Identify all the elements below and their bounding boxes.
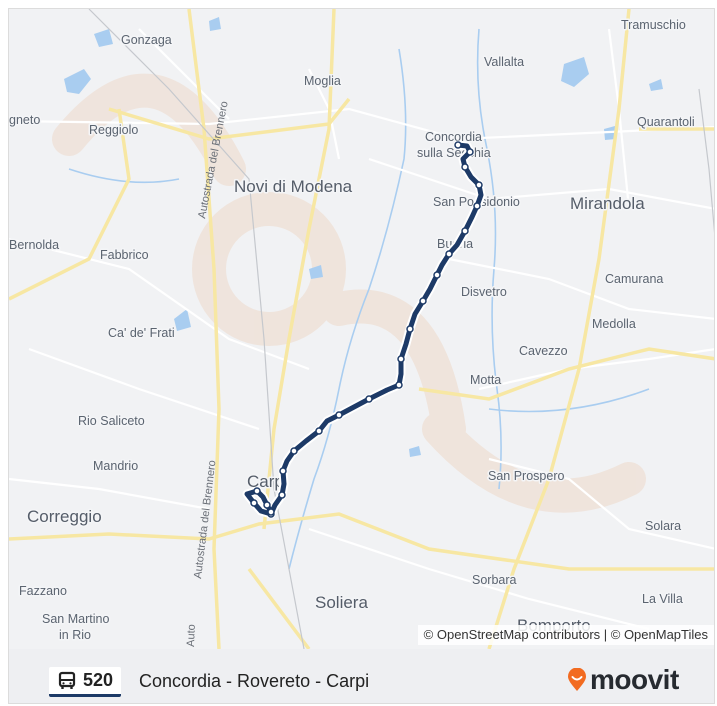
place-label: Rio Saliceto bbox=[78, 414, 145, 428]
route-badge[interactable]: 520 bbox=[49, 667, 122, 697]
place-label: Fazzano bbox=[19, 584, 67, 598]
place-label: in Rio bbox=[59, 628, 91, 642]
place-label: Disvetro bbox=[461, 285, 507, 299]
bus-stop-marker[interactable] bbox=[365, 395, 373, 403]
place-label: Novi di Modena bbox=[234, 177, 353, 196]
bus-stop-marker[interactable] bbox=[253, 487, 261, 495]
bus-stop-marker[interactable] bbox=[445, 250, 453, 258]
bus-stop-marker[interactable] bbox=[278, 491, 286, 499]
place-label: Motta bbox=[470, 373, 501, 387]
bus-stop-marker[interactable] bbox=[397, 355, 405, 363]
moovit-pin-icon bbox=[568, 668, 586, 691]
place-label: Cavezzo bbox=[519, 344, 568, 358]
place-label: Concordia bbox=[425, 130, 482, 144]
route-stops bbox=[250, 141, 483, 518]
place-label: Sorbara bbox=[472, 573, 517, 587]
route-name: Concordia - Rovereto - Carpi bbox=[139, 671, 370, 691]
bus-stop-marker[interactable] bbox=[473, 202, 481, 210]
bus-route-520[interactable] bbox=[242, 140, 486, 519]
railways bbox=[88, 9, 714, 649]
place-label: La Villa bbox=[642, 592, 683, 606]
map-attribution[interactable]: © OpenStreetMap contributors | © OpenMap… bbox=[417, 625, 714, 645]
route-number: 520 bbox=[83, 670, 114, 690]
bus-stop-marker[interactable] bbox=[461, 163, 469, 171]
bus-stop-marker[interactable] bbox=[406, 325, 414, 333]
place-label: Medolla bbox=[592, 317, 636, 331]
bus-icon bbox=[58, 671, 76, 689]
place-label: Gonzaga bbox=[121, 33, 172, 47]
bus-stop-marker[interactable] bbox=[335, 411, 343, 419]
place-label: Mandrio bbox=[93, 459, 138, 473]
minor-roads bbox=[9, 28, 714, 631]
place-label: Moglia bbox=[304, 74, 341, 88]
bus-stop-marker[interactable] bbox=[433, 271, 441, 279]
place-label: San Martino bbox=[42, 612, 109, 626]
place-label: Fabbrico bbox=[100, 248, 149, 262]
place-label: sulla Secchia bbox=[417, 146, 491, 160]
place-label: Correggio bbox=[27, 507, 102, 526]
bus-stop-marker[interactable] bbox=[290, 447, 298, 455]
place-label: Tramuschio bbox=[621, 18, 686, 32]
place-label: Solara bbox=[645, 519, 681, 533]
bus-stop-marker[interactable] bbox=[279, 467, 287, 475]
place-label: Camurana bbox=[605, 272, 663, 286]
major-roads bbox=[9, 9, 714, 649]
water-bodies bbox=[64, 17, 663, 457]
brand-name: moovit bbox=[590, 664, 679, 695]
bus-stop-marker[interactable] bbox=[315, 427, 323, 435]
place-label: Mirandola bbox=[570, 194, 645, 213]
place-label: gneto bbox=[9, 113, 40, 127]
place-label: Soliera bbox=[315, 593, 368, 612]
place-label: San Prospero bbox=[488, 469, 564, 483]
place-label: Reggiolo bbox=[89, 123, 138, 137]
bus-stop-marker[interactable] bbox=[454, 141, 462, 149]
place-label: Quarantoli bbox=[637, 115, 695, 129]
place-label: Ca' de' Frati bbox=[108, 326, 175, 340]
place-label: Bernolda bbox=[9, 238, 59, 252]
bus-stop-marker[interactable] bbox=[466, 148, 474, 156]
moovit-logo[interactable]: moovit bbox=[567, 663, 679, 697]
bus-stop-marker[interactable] bbox=[475, 181, 483, 189]
place-label: Vallalta bbox=[484, 55, 524, 69]
bus-stop-marker[interactable] bbox=[461, 227, 469, 235]
bus-stop-marker[interactable] bbox=[250, 499, 258, 507]
bus-stop-marker[interactable] bbox=[263, 501, 271, 509]
motorway-label: Auto bbox=[185, 624, 198, 647]
bus-stop-marker[interactable] bbox=[419, 297, 427, 305]
bus-stop-marker[interactable] bbox=[267, 508, 275, 516]
bus-stop-marker[interactable] bbox=[395, 381, 403, 389]
route-footer: 520 Concordia - Rovereto - Carpi moovit bbox=[9, 649, 714, 703]
